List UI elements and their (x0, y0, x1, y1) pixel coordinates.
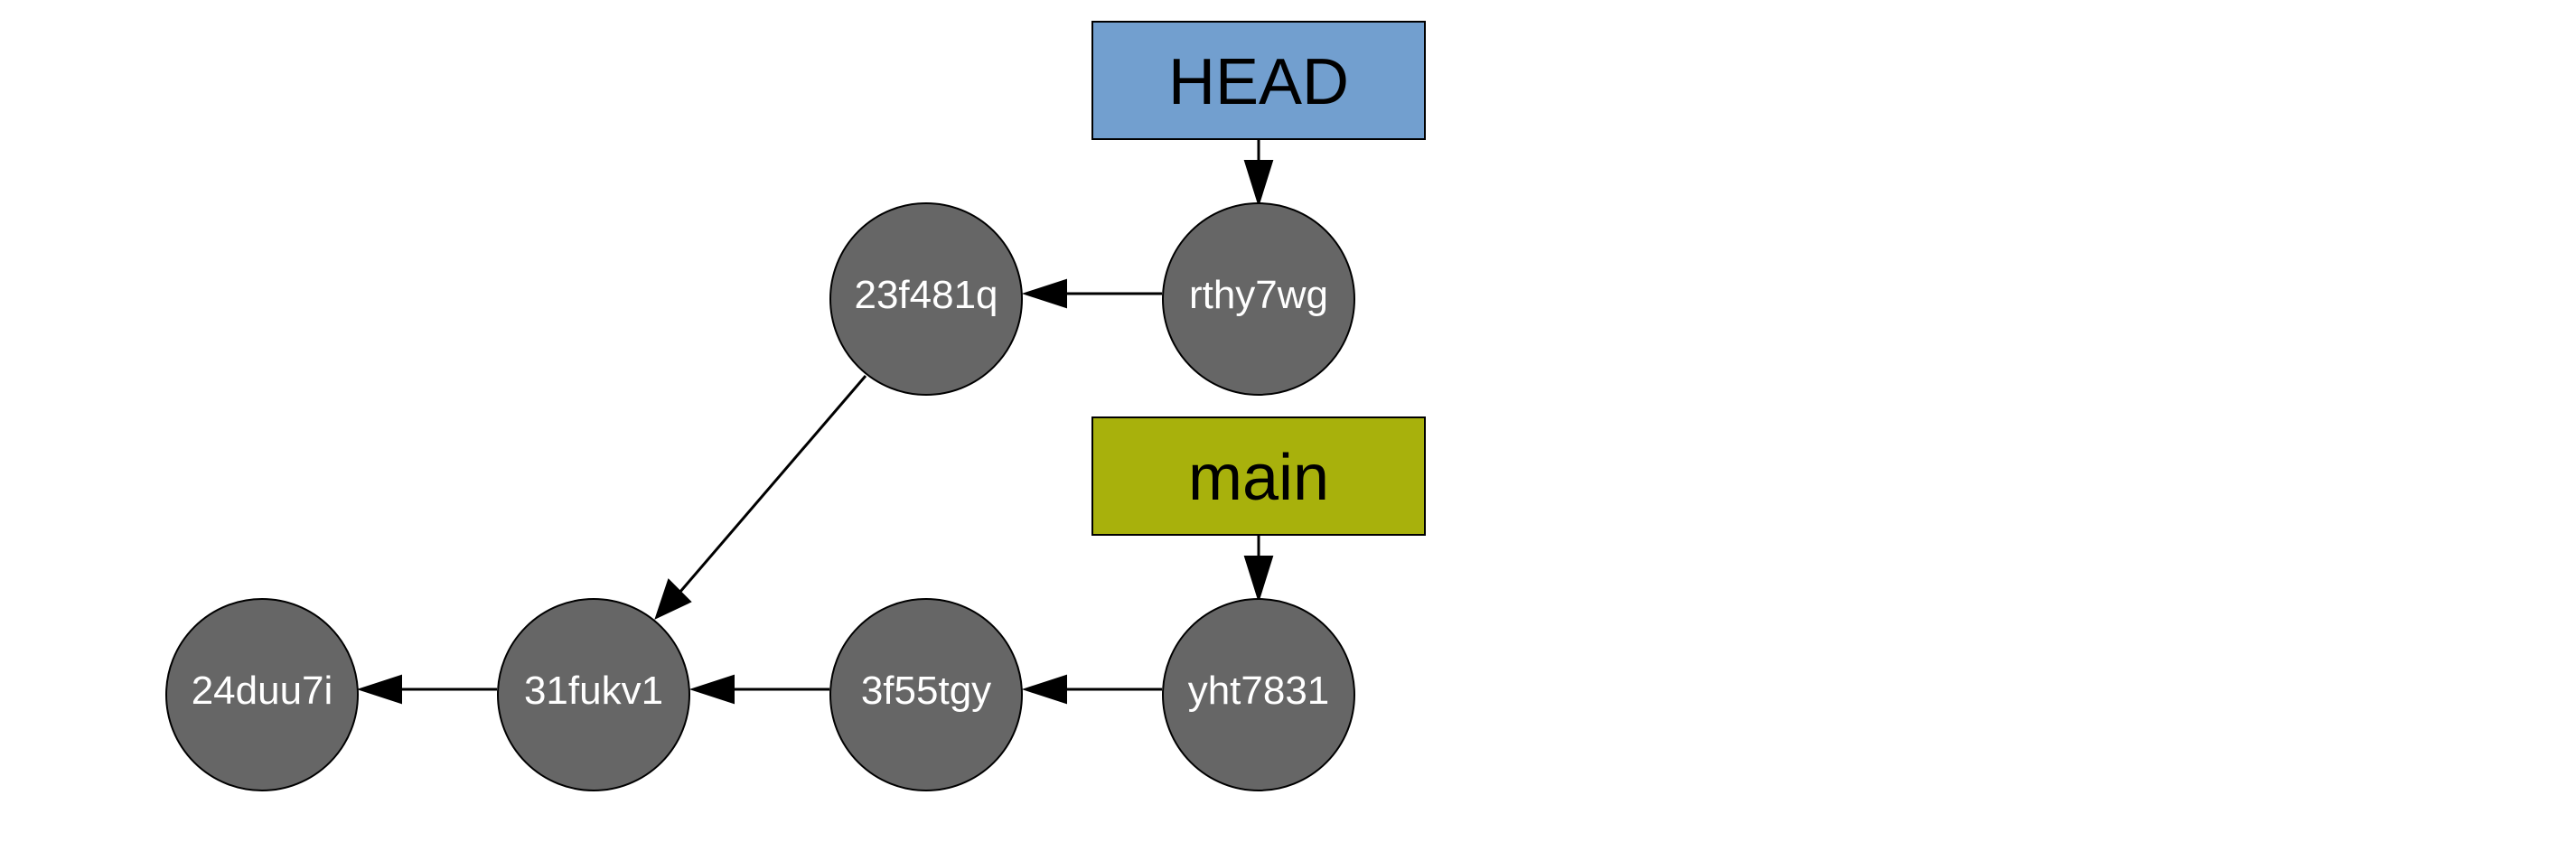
commit-node-23f481q: 23f481q (829, 202, 1023, 396)
ref-main-box (1091, 416, 1426, 536)
commit-circle (1162, 598, 1355, 791)
commit-node-31fukv1: 31fukv1 (497, 598, 690, 791)
commit-circle (829, 202, 1023, 396)
ref-head: HEAD (1091, 21, 1426, 140)
commit-circle (829, 598, 1023, 791)
commit-node-24duu7i: 24duu7i (165, 598, 359, 791)
ref-head-box (1091, 21, 1426, 140)
ref-main: main (1091, 416, 1426, 536)
commit-circle (497, 598, 690, 791)
arrowhead-main-to-yht7831 (1243, 556, 1274, 603)
commit-label: yht7831 (1188, 669, 1330, 713)
arrowhead-23f481q-to-31fukv1 (654, 578, 692, 620)
commit-node-3f55tgy: 3f55tgy (829, 598, 1023, 791)
ref-head-label: HEAD (1168, 46, 1349, 118)
arrowhead-3f55tgy-to-31fukv1 (688, 674, 735, 705)
commit-circle (1162, 202, 1355, 396)
arrowhead-yht7831-to-3f55tgy (1021, 674, 1067, 705)
edges (356, 139, 1274, 705)
commit-circle (165, 598, 359, 791)
commit-node-rthy7wg: rthy7wg (1162, 202, 1355, 396)
commit-label: 24duu7i (192, 669, 333, 713)
commit-label: 3f55tgy (861, 669, 991, 713)
commit-label: 31fukv1 (524, 669, 663, 713)
arrowhead-31fukv1-to-24duu7i (356, 674, 402, 705)
commit-node-yht7831: yht7831 (1162, 598, 1355, 791)
edge-23f481q-to-31fukv1 (678, 375, 867, 594)
arrowhead-rthy7wg-to-23f481q (1021, 278, 1067, 309)
ref-main-label: main (1188, 442, 1329, 514)
commit-label: rthy7wg (1189, 273, 1328, 317)
arrowhead-head-to-rthy7wg (1243, 160, 1274, 208)
commit-label: 23f481q (854, 273, 998, 317)
